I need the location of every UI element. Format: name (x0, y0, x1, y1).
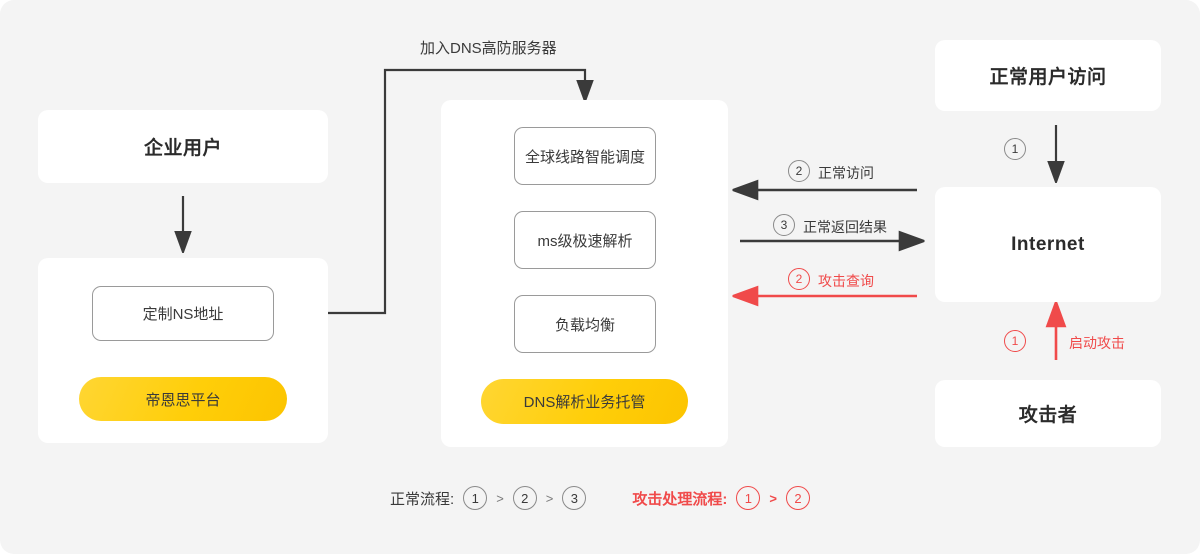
button-dns-resolution-hosting[interactable]: DNS解析业务托管 (481, 379, 688, 424)
legend-normal-step-1: 1 (463, 486, 488, 510)
label-attack-query: 攻击查询 (818, 273, 874, 289)
badge-normal-access-step: 2 (788, 160, 810, 182)
badge-attack-query-step: 2 (788, 268, 810, 290)
badge-normal-return-step: 3 (773, 214, 795, 236)
legend-attack-separator-1: > (769, 490, 777, 506)
pill-global-route-scheduling[interactable]: 全球线路智能调度 (514, 127, 656, 185)
card-enterprise-user[interactable]: 企业用户 (38, 110, 328, 183)
pill-ms-level-resolution[interactable]: ms级极速解析 (514, 211, 656, 269)
badge-user-to-internet-step: 1 (1004, 138, 1026, 160)
legend-attack-step-1: 1 (736, 486, 761, 510)
legend-normal-flow: 正常流程: 1 > 2 > 3 (390, 486, 587, 510)
card-normal-user-access-title: 正常用户访问 (989, 67, 1107, 88)
legend-attack-flow-caption: 攻击处理流程: (632, 490, 728, 508)
label-normal-access: 正常访问 (818, 165, 874, 181)
top-flow-label: 加入DNS高防服务器 (420, 40, 557, 57)
card-internet[interactable]: Internet (935, 187, 1161, 302)
card-internet-title: Internet (1011, 233, 1085, 255)
label-normal-return: 正常返回结果 (803, 219, 887, 235)
legend-normal-separator-1: > (496, 490, 504, 506)
card-attacker-title: 攻击者 (1018, 405, 1078, 426)
card-dns-service-cluster[interactable]: 全球线路智能调度 ms级极速解析 负载均衡 DNS解析业务托管 (441, 100, 728, 447)
button-dns-platform[interactable]: 帝恩思平台 (79, 377, 287, 421)
legend-normal-flow-caption: 正常流程: (390, 490, 455, 508)
legend-normal-step-2: 2 (512, 486, 537, 510)
legend-attack-step-2: 2 (785, 486, 810, 510)
card-attacker[interactable]: 攻击者 (935, 380, 1161, 447)
card-enterprise-user-title: 企业用户 (143, 138, 222, 159)
card-dns-platform[interactable]: 定制NS地址 帝恩思平台 (38, 258, 328, 443)
card-normal-user-access[interactable]: 正常用户访问 (935, 40, 1161, 111)
legend-normal-step-3: 3 (562, 486, 587, 510)
pill-load-balancing[interactable]: 负载均衡 (514, 295, 656, 353)
legend-normal-separator-2: > (545, 490, 554, 506)
badge-attacker-to-internet-step: 1 (1004, 330, 1026, 352)
legend: 正常流程: 1 > 2 > 3 攻击处理流程: 1 > 2 (0, 486, 1200, 510)
label-launch-attack: 启动攻击 (1069, 335, 1125, 351)
legend-attack-flow: 攻击处理流程: 1 > 2 (632, 486, 810, 510)
pill-custom-ns-address[interactable]: 定制NS地址 (92, 286, 274, 341)
